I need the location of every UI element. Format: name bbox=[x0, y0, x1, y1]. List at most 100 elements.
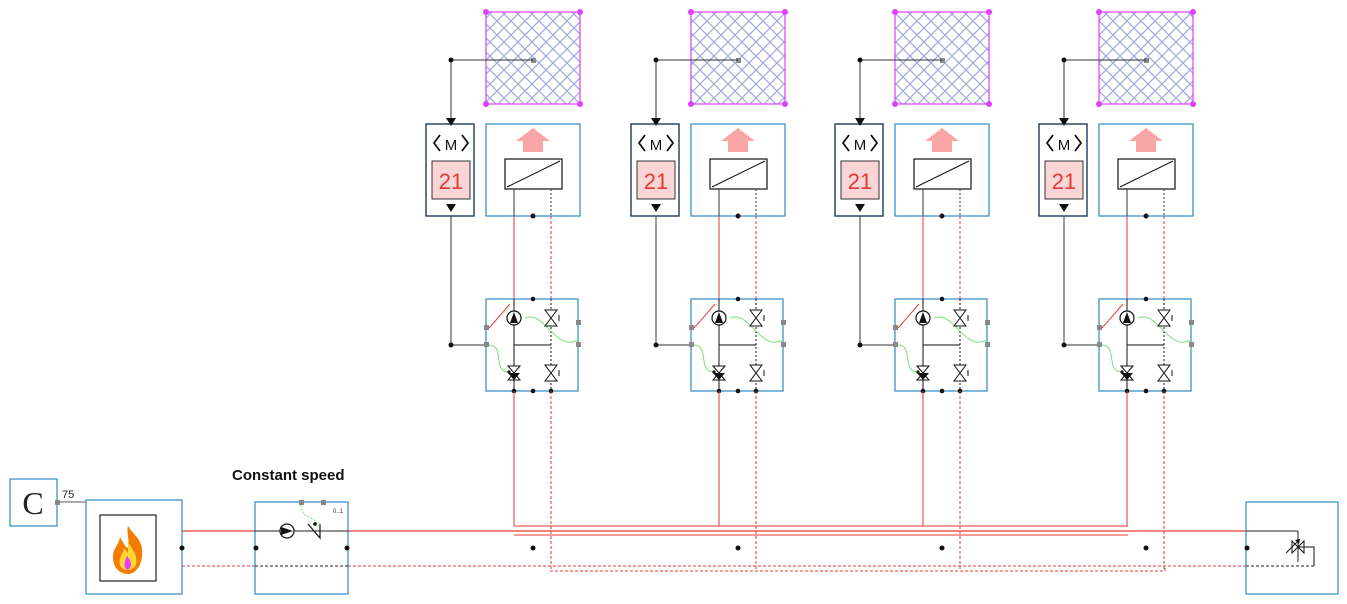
heat-emitter-icon bbox=[913, 158, 972, 190]
zone-3: M 21 bbox=[834, 9, 992, 571]
signal-wire bbox=[897, 303, 920, 329]
setpoint-value: 21 bbox=[1052, 169, 1076, 194]
room-zone[interactable] bbox=[688, 9, 788, 107]
balancing-valve-icon bbox=[544, 309, 560, 327]
heat-emitter[interactable] bbox=[485, 123, 581, 219]
signal-wire bbox=[693, 303, 716, 329]
junction-dot bbox=[857, 57, 863, 63]
junction-dot bbox=[735, 545, 741, 551]
thermostat[interactable]: M 21 bbox=[834, 118, 884, 217]
motorized-valve-icon bbox=[1119, 365, 1135, 381]
control-wire bbox=[655, 216, 691, 346]
flame-icon bbox=[113, 526, 143, 574]
signal-wire bbox=[524, 316, 579, 343]
pump-icon bbox=[915, 310, 931, 326]
setpoint-value: 21 bbox=[848, 169, 872, 194]
pump-icon bbox=[711, 310, 727, 326]
motorized-valve-icon bbox=[506, 365, 522, 381]
constant-block[interactable]: C 75 bbox=[9, 478, 98, 527]
motorized-valve-icon bbox=[711, 365, 727, 381]
heat-emitter[interactable] bbox=[894, 123, 990, 219]
zone-1: M 21 bbox=[425, 9, 583, 571]
mode-icon: M bbox=[841, 134, 879, 154]
junction-dot bbox=[939, 545, 945, 551]
thermostatic-valve-icon bbox=[1285, 538, 1315, 566]
heat-emitter-icon bbox=[504, 158, 563, 190]
setpoint-value: 21 bbox=[439, 169, 463, 194]
heat-arrow-icon bbox=[1129, 128, 1163, 152]
circulation-pump[interactable]: Constant speed 0..1 bbox=[232, 467, 350, 595]
valve-group[interactable] bbox=[689, 296, 786, 394]
room-zone[interactable] bbox=[1096, 9, 1196, 107]
thermostat[interactable]: M 21 bbox=[1038, 118, 1088, 217]
balancing-valve-icon bbox=[953, 309, 969, 327]
signal-wire bbox=[488, 303, 511, 329]
signal-wire bbox=[693, 344, 715, 373]
mode-symbol: M bbox=[650, 137, 663, 154]
arrow-out-icon bbox=[651, 204, 661, 212]
balancing-valve-icon bbox=[544, 364, 560, 382]
mode-icon: M bbox=[1045, 134, 1083, 154]
mode-symbol: M bbox=[1058, 137, 1071, 154]
room-zone[interactable] bbox=[892, 9, 992, 107]
boiler[interactable] bbox=[85, 499, 185, 595]
valve-group[interactable] bbox=[484, 296, 581, 394]
arrow-in-icon bbox=[855, 118, 865, 126]
control-wire bbox=[859, 216, 895, 346]
main-pipes bbox=[182, 525, 1246, 572]
mixing-valve[interactable] bbox=[1244, 501, 1339, 595]
zones: M 21 M 21 M 21 M 21 bbox=[425, 9, 1196, 571]
thermostat[interactable]: M 21 bbox=[425, 118, 475, 217]
constant-letter: C bbox=[22, 485, 43, 521]
signal-wire bbox=[1101, 303, 1124, 329]
junction-dot bbox=[653, 57, 659, 63]
junction-dot bbox=[1061, 342, 1067, 348]
signal-wire bbox=[1137, 316, 1192, 343]
balancing-valve-icon bbox=[1157, 364, 1173, 382]
mode-symbol: M bbox=[854, 137, 867, 154]
arrow-out-icon bbox=[855, 204, 865, 212]
balancing-valve-icon bbox=[1157, 309, 1173, 327]
room-zone[interactable] bbox=[483, 9, 583, 107]
thermostat[interactable]: M 21 bbox=[630, 118, 680, 217]
balancing-valve-icon bbox=[953, 364, 969, 382]
arrow-in-icon bbox=[651, 118, 661, 126]
junction-dot bbox=[530, 545, 536, 551]
heat-arrow-icon bbox=[516, 128, 550, 152]
arrow-out-icon bbox=[446, 204, 456, 212]
pump-label: Constant speed bbox=[232, 467, 345, 484]
zone-4: M 21 bbox=[1038, 9, 1196, 571]
heat-emitter-icon bbox=[709, 158, 768, 190]
junction-dot bbox=[448, 342, 454, 348]
junction-dot bbox=[448, 57, 454, 63]
signal-wire bbox=[897, 344, 919, 373]
heat-emitter-icon bbox=[1117, 158, 1176, 190]
check-valve-icon bbox=[307, 522, 321, 540]
pump-icon bbox=[279, 523, 295, 539]
signal-wire bbox=[933, 316, 988, 343]
control-wire bbox=[1063, 216, 1099, 346]
setpoint-value: 21 bbox=[644, 169, 668, 194]
balancing-valve-icon bbox=[749, 309, 765, 327]
arrow-out-icon bbox=[1059, 204, 1069, 212]
mode-icon: M bbox=[637, 134, 675, 154]
heat-arrow-icon bbox=[721, 128, 755, 152]
arrow-in-icon bbox=[1059, 118, 1069, 126]
mode-icon: M bbox=[432, 134, 470, 154]
junction-dot bbox=[653, 342, 659, 348]
pump-icon bbox=[1119, 310, 1135, 326]
junction-dot bbox=[857, 342, 863, 348]
signal-wire bbox=[729, 316, 784, 343]
valve-group[interactable] bbox=[893, 296, 990, 394]
constant-output-value: 75 bbox=[62, 489, 74, 501]
mode-symbol: M bbox=[445, 137, 458, 154]
junction-dot bbox=[1061, 57, 1067, 63]
signal-wire bbox=[488, 344, 510, 373]
heat-emitter[interactable] bbox=[690, 123, 786, 219]
control-wire bbox=[450, 216, 486, 346]
valve-group[interactable] bbox=[1097, 296, 1194, 394]
heat-arrow-icon bbox=[925, 128, 959, 152]
signal-wire bbox=[1101, 344, 1123, 373]
pump-icon bbox=[506, 310, 522, 326]
heat-emitter[interactable] bbox=[1098, 123, 1194, 219]
